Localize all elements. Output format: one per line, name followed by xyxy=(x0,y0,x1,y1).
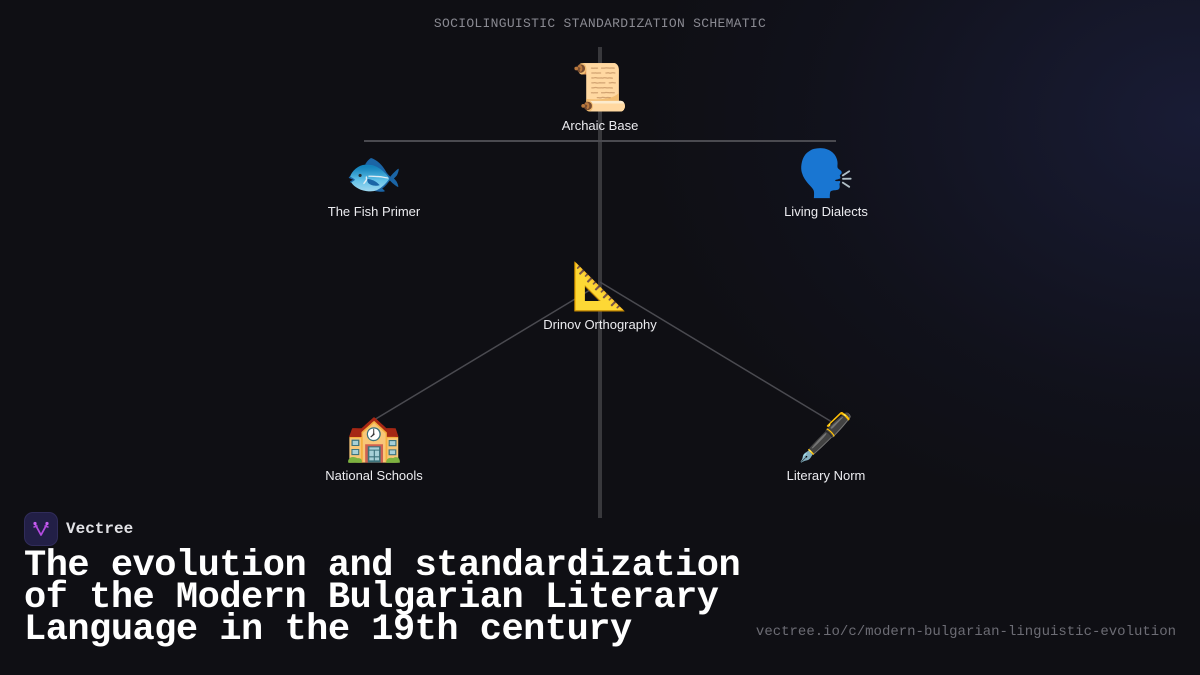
title-line: The evolution and standardization xyxy=(24,545,741,587)
node-label: National Schools xyxy=(325,468,423,483)
node-label: Archaic Base xyxy=(561,118,639,133)
triangular-ruler-icon: 📐 xyxy=(571,259,629,313)
brand-name: Vectree xyxy=(66,520,134,538)
title-line: Language in the 19th century xyxy=(24,609,632,651)
page-title: The evolution and standardization of the… xyxy=(24,545,764,651)
node-label: Living Dialects xyxy=(784,204,868,219)
node-label: Drinov Orthography xyxy=(543,317,657,332)
node-national-schools[interactable]: 🏫 National Schools xyxy=(294,410,454,483)
node-drinov-orthography[interactable]: 📐 Drinov Orthography xyxy=(520,259,680,332)
fish-icon: 🐟 xyxy=(345,146,403,200)
edge-drinov-schools xyxy=(373,289,591,421)
scroll-icon: 📜 xyxy=(571,60,629,114)
node-literary-norm[interactable]: 🖋️ Literary Norm xyxy=(746,410,906,483)
node-label: Literary Norm xyxy=(786,468,866,483)
brand[interactable]: Vectree xyxy=(24,512,133,546)
fountain-pen-icon: 🖋️ xyxy=(797,410,855,464)
node-archaic-base[interactable]: 📜 Archaic Base xyxy=(520,60,680,133)
speaking-head-icon: 🗣️ xyxy=(797,146,855,200)
school-icon: 🏫 xyxy=(345,410,403,464)
node-living-dialects[interactable]: 🗣️ Living Dialects xyxy=(746,146,906,219)
node-fish-primer[interactable]: 🐟 The Fish Primer xyxy=(294,146,454,219)
vectree-logo-icon xyxy=(24,512,58,546)
node-label: The Fish Primer xyxy=(327,204,421,219)
edge-drinov-literary xyxy=(599,281,833,423)
schematic-title: SOCIOLINGUISTIC STANDARDIZATION SCHEMATI… xyxy=(433,16,767,31)
source-url[interactable]: vectree.io/c/modern-bulgarian-linguistic… xyxy=(755,624,1176,640)
title-line: of the Modern Bulgarian Literary xyxy=(24,577,719,619)
